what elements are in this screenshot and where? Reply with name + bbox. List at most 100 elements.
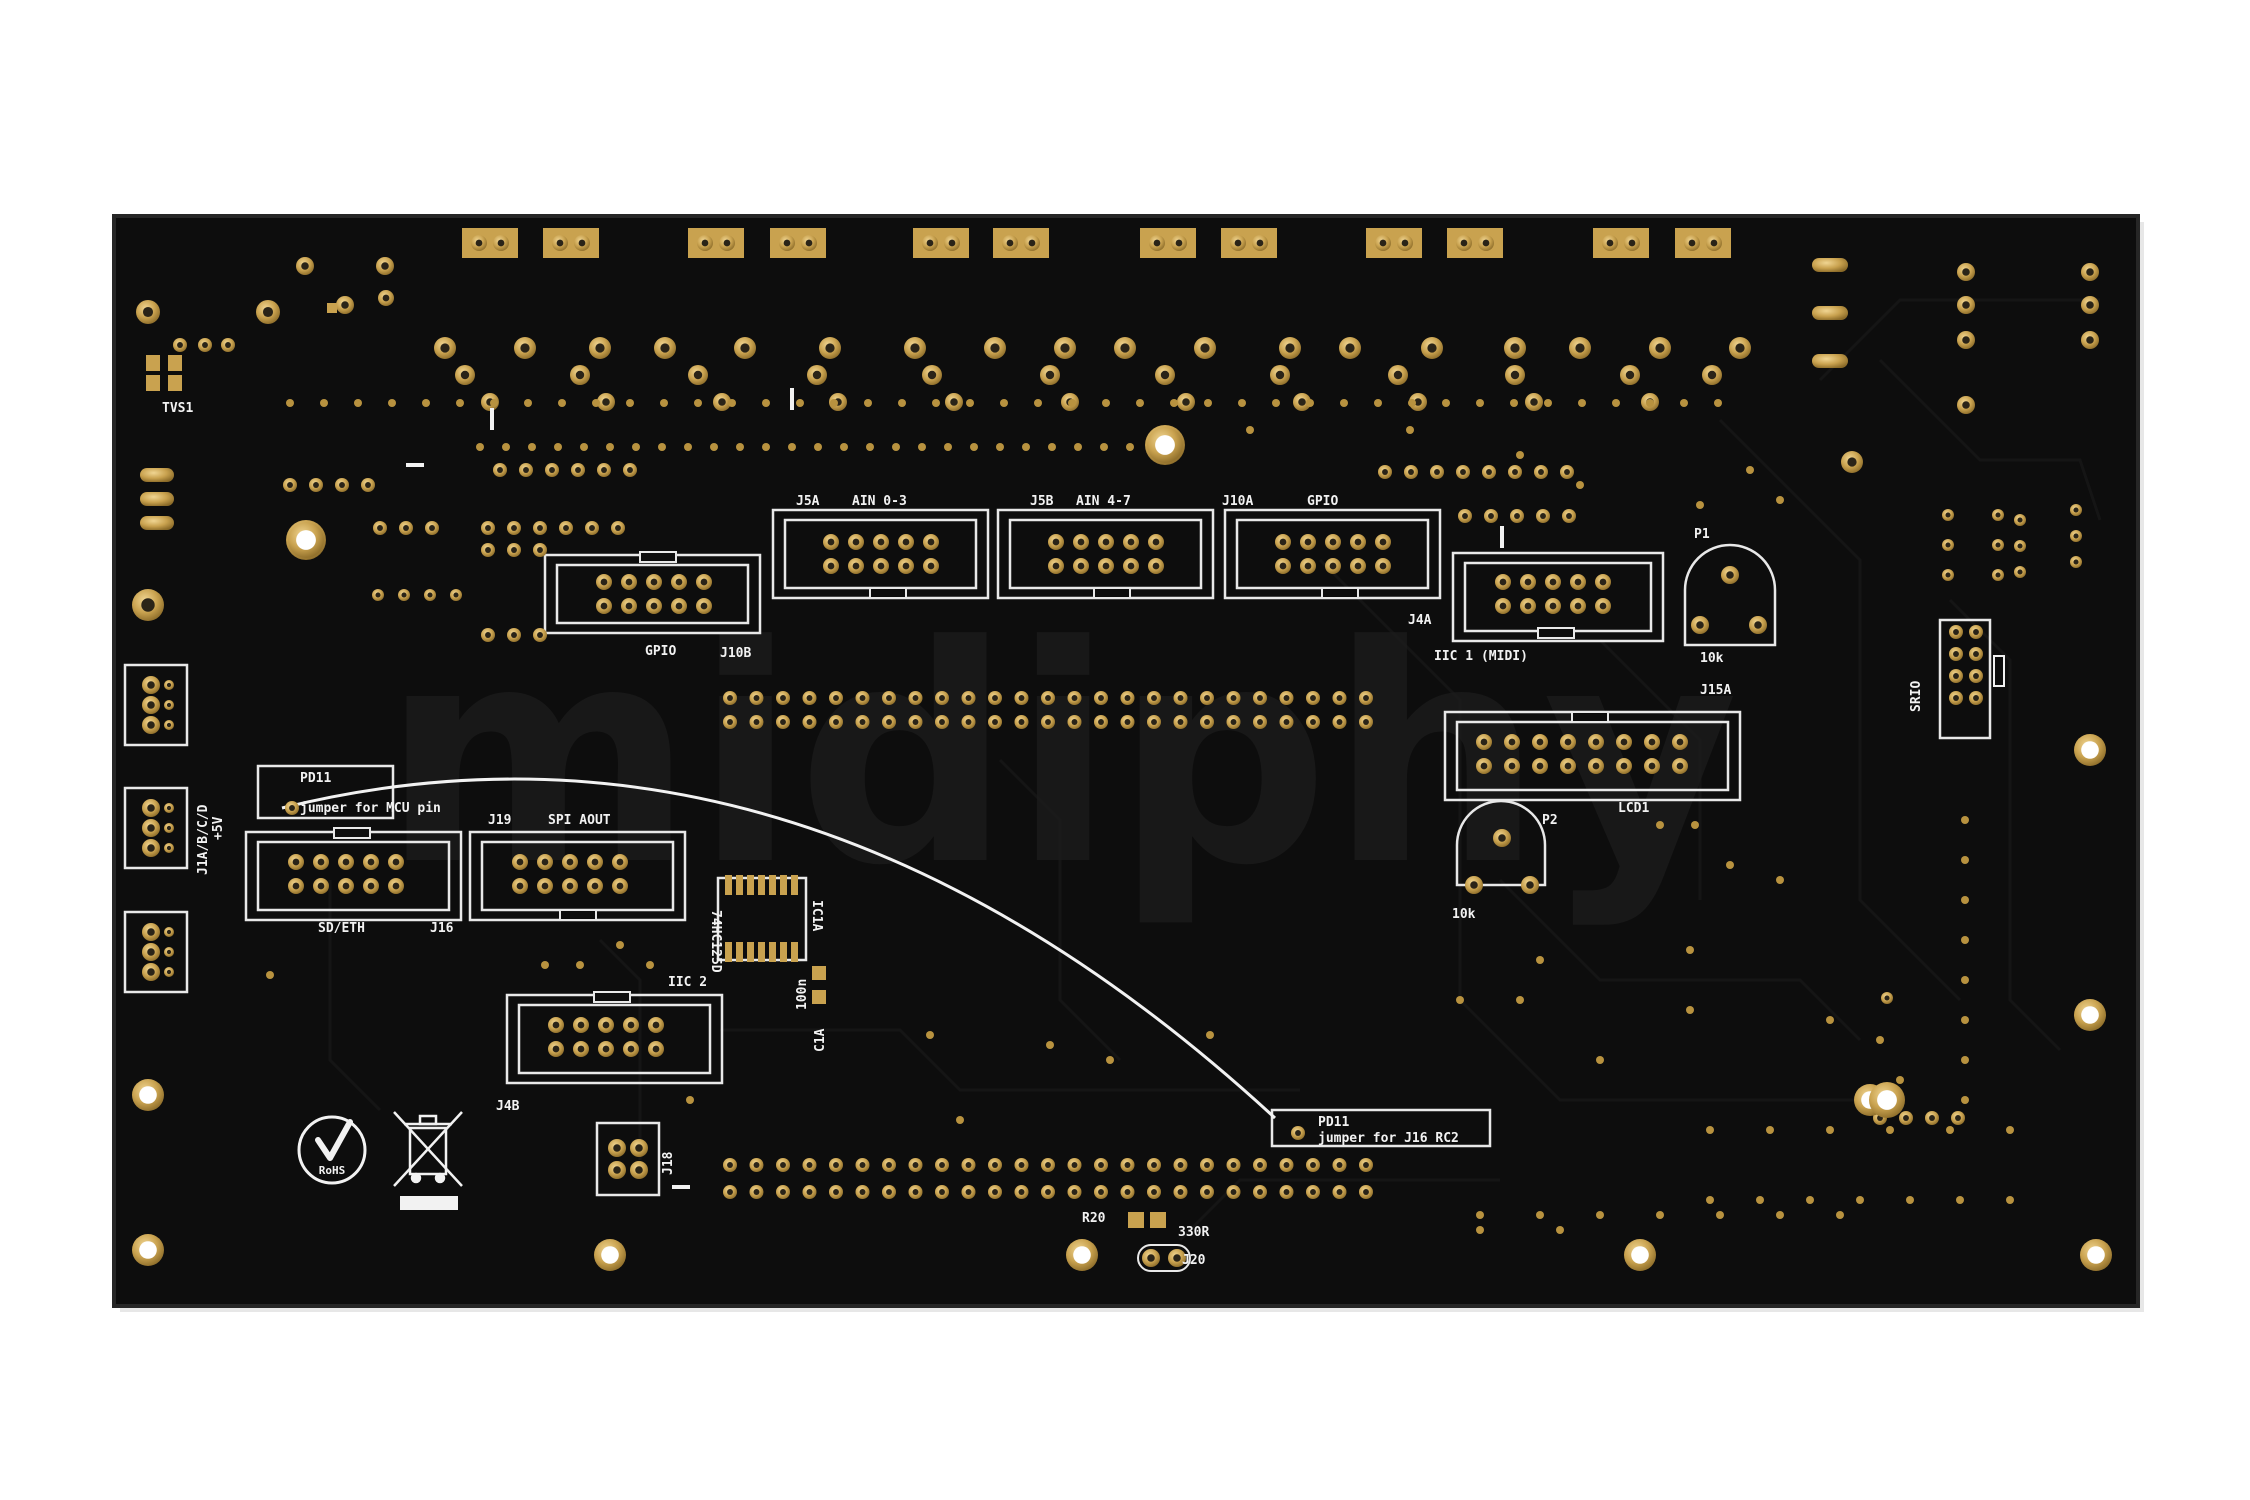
drill-hole: [342, 882, 350, 890]
drill-hole: [1077, 562, 1085, 570]
drill-hole: [602, 1021, 610, 1029]
drill-hole: [700, 578, 708, 586]
idc-key-notch: [559, 909, 597, 921]
drill-hole: [523, 467, 529, 473]
drill-hole: [625, 602, 633, 610]
drill-hole: [1903, 1115, 1909, 1121]
via: [1961, 936, 1969, 944]
drill-hole: [675, 578, 683, 586]
drill-hole: [939, 695, 945, 701]
drill-hole: [589, 525, 595, 531]
rohs-logo: RoHS: [297, 1115, 367, 1185]
j20-outline: [1137, 1244, 1191, 1272]
idc-key-notch: [1571, 711, 1609, 723]
mounting-hole: [1155, 435, 1175, 455]
drill-hole: [1480, 762, 1488, 770]
drill-hole: [147, 844, 155, 852]
drill-hole: [723, 239, 731, 247]
ic-pad: [747, 942, 754, 962]
drill-hole: [740, 343, 750, 353]
ic-pad: [758, 875, 765, 895]
via: [1656, 1211, 1664, 1219]
drill-hole: [753, 695, 760, 701]
drill-hole: [833, 1189, 839, 1195]
drill-hole: [497, 467, 503, 473]
via: [762, 399, 770, 407]
drill-hole: [575, 370, 585, 380]
drill-hole: [805, 239, 813, 247]
silk-mark-2: [490, 408, 494, 430]
label-j4b: J4B: [496, 1099, 520, 1114]
via: [1068, 399, 1076, 407]
drill-hole: [827, 562, 835, 570]
mounting-hole: [2081, 741, 2099, 759]
drill-hole: [852, 562, 860, 570]
drill-hole: [1045, 1162, 1051, 1168]
via: [1596, 1056, 1604, 1064]
via: [788, 443, 796, 451]
drill-hole: [1434, 469, 1440, 475]
drill-hole: [753, 1162, 760, 1168]
outline-j16-inner: [256, 840, 451, 912]
drill-hole: [939, 1189, 945, 1195]
drill-hole: [166, 929, 172, 935]
top-connector-block: [1593, 228, 1649, 258]
drill-hole: [1298, 398, 1306, 406]
drill-hole: [727, 1162, 733, 1168]
via: [1074, 443, 1082, 451]
drill-hole: [992, 695, 998, 701]
drill-hole: [141, 598, 155, 612]
drill-hole: [289, 805, 295, 811]
drill-hole: [1393, 370, 1403, 380]
label-j10b: J10B: [720, 646, 751, 661]
drill-hole: [1696, 621, 1704, 629]
top-connector-block: [1366, 228, 1422, 258]
via: [266, 971, 274, 979]
via: [1961, 1056, 1969, 1064]
drill-hole: [166, 825, 172, 831]
outline-p2: [1455, 799, 1547, 887]
drill-hole: [166, 722, 172, 728]
resistor-pad: [1150, 1212, 1166, 1228]
drill-hole: [727, 695, 733, 701]
via: [1876, 1036, 1884, 1044]
drill-hole: [403, 525, 409, 531]
idc-key-notch: [1093, 587, 1131, 599]
drill-hole: [700, 602, 708, 610]
via: [1856, 1196, 1864, 1204]
drill-hole: [202, 342, 208, 348]
drill-hole: [166, 845, 172, 851]
drill-hole: [552, 1021, 560, 1029]
drill-hole: [339, 482, 345, 488]
drill-hole: [1676, 738, 1684, 746]
drill-hole: [1018, 719, 1025, 725]
via: [1034, 399, 1042, 407]
drill-hole: [1177, 695, 1184, 701]
drill-hole: [1147, 1254, 1155, 1262]
via: [1442, 399, 1450, 407]
drill-hole: [381, 262, 389, 270]
drill-hole: [1540, 513, 1546, 519]
via: [1340, 399, 1348, 407]
drill-hole: [1995, 512, 2001, 518]
via: [576, 961, 584, 969]
drill-hole: [475, 239, 483, 247]
drill-hole: [1177, 719, 1184, 725]
drill-hole: [147, 824, 155, 832]
drill-hole: [1536, 762, 1544, 770]
drill-hole: [1102, 562, 1110, 570]
drill-hole: [166, 969, 172, 975]
drill-hole: [635, 1166, 643, 1174]
drill-hole: [1018, 1162, 1025, 1168]
label-p2: P2: [1542, 813, 1558, 828]
via: [1686, 1006, 1694, 1014]
via: [1961, 1016, 1969, 1024]
drill-hole: [616, 882, 624, 890]
drill-hole: [1620, 738, 1628, 746]
drill-hole: [1153, 239, 1161, 247]
drill-hole: [912, 1162, 919, 1168]
drill-hole: [1124, 719, 1131, 725]
drill-hole: [1204, 1189, 1210, 1195]
ic-pad: [725, 942, 732, 962]
drill-hole: [1408, 469, 1414, 475]
